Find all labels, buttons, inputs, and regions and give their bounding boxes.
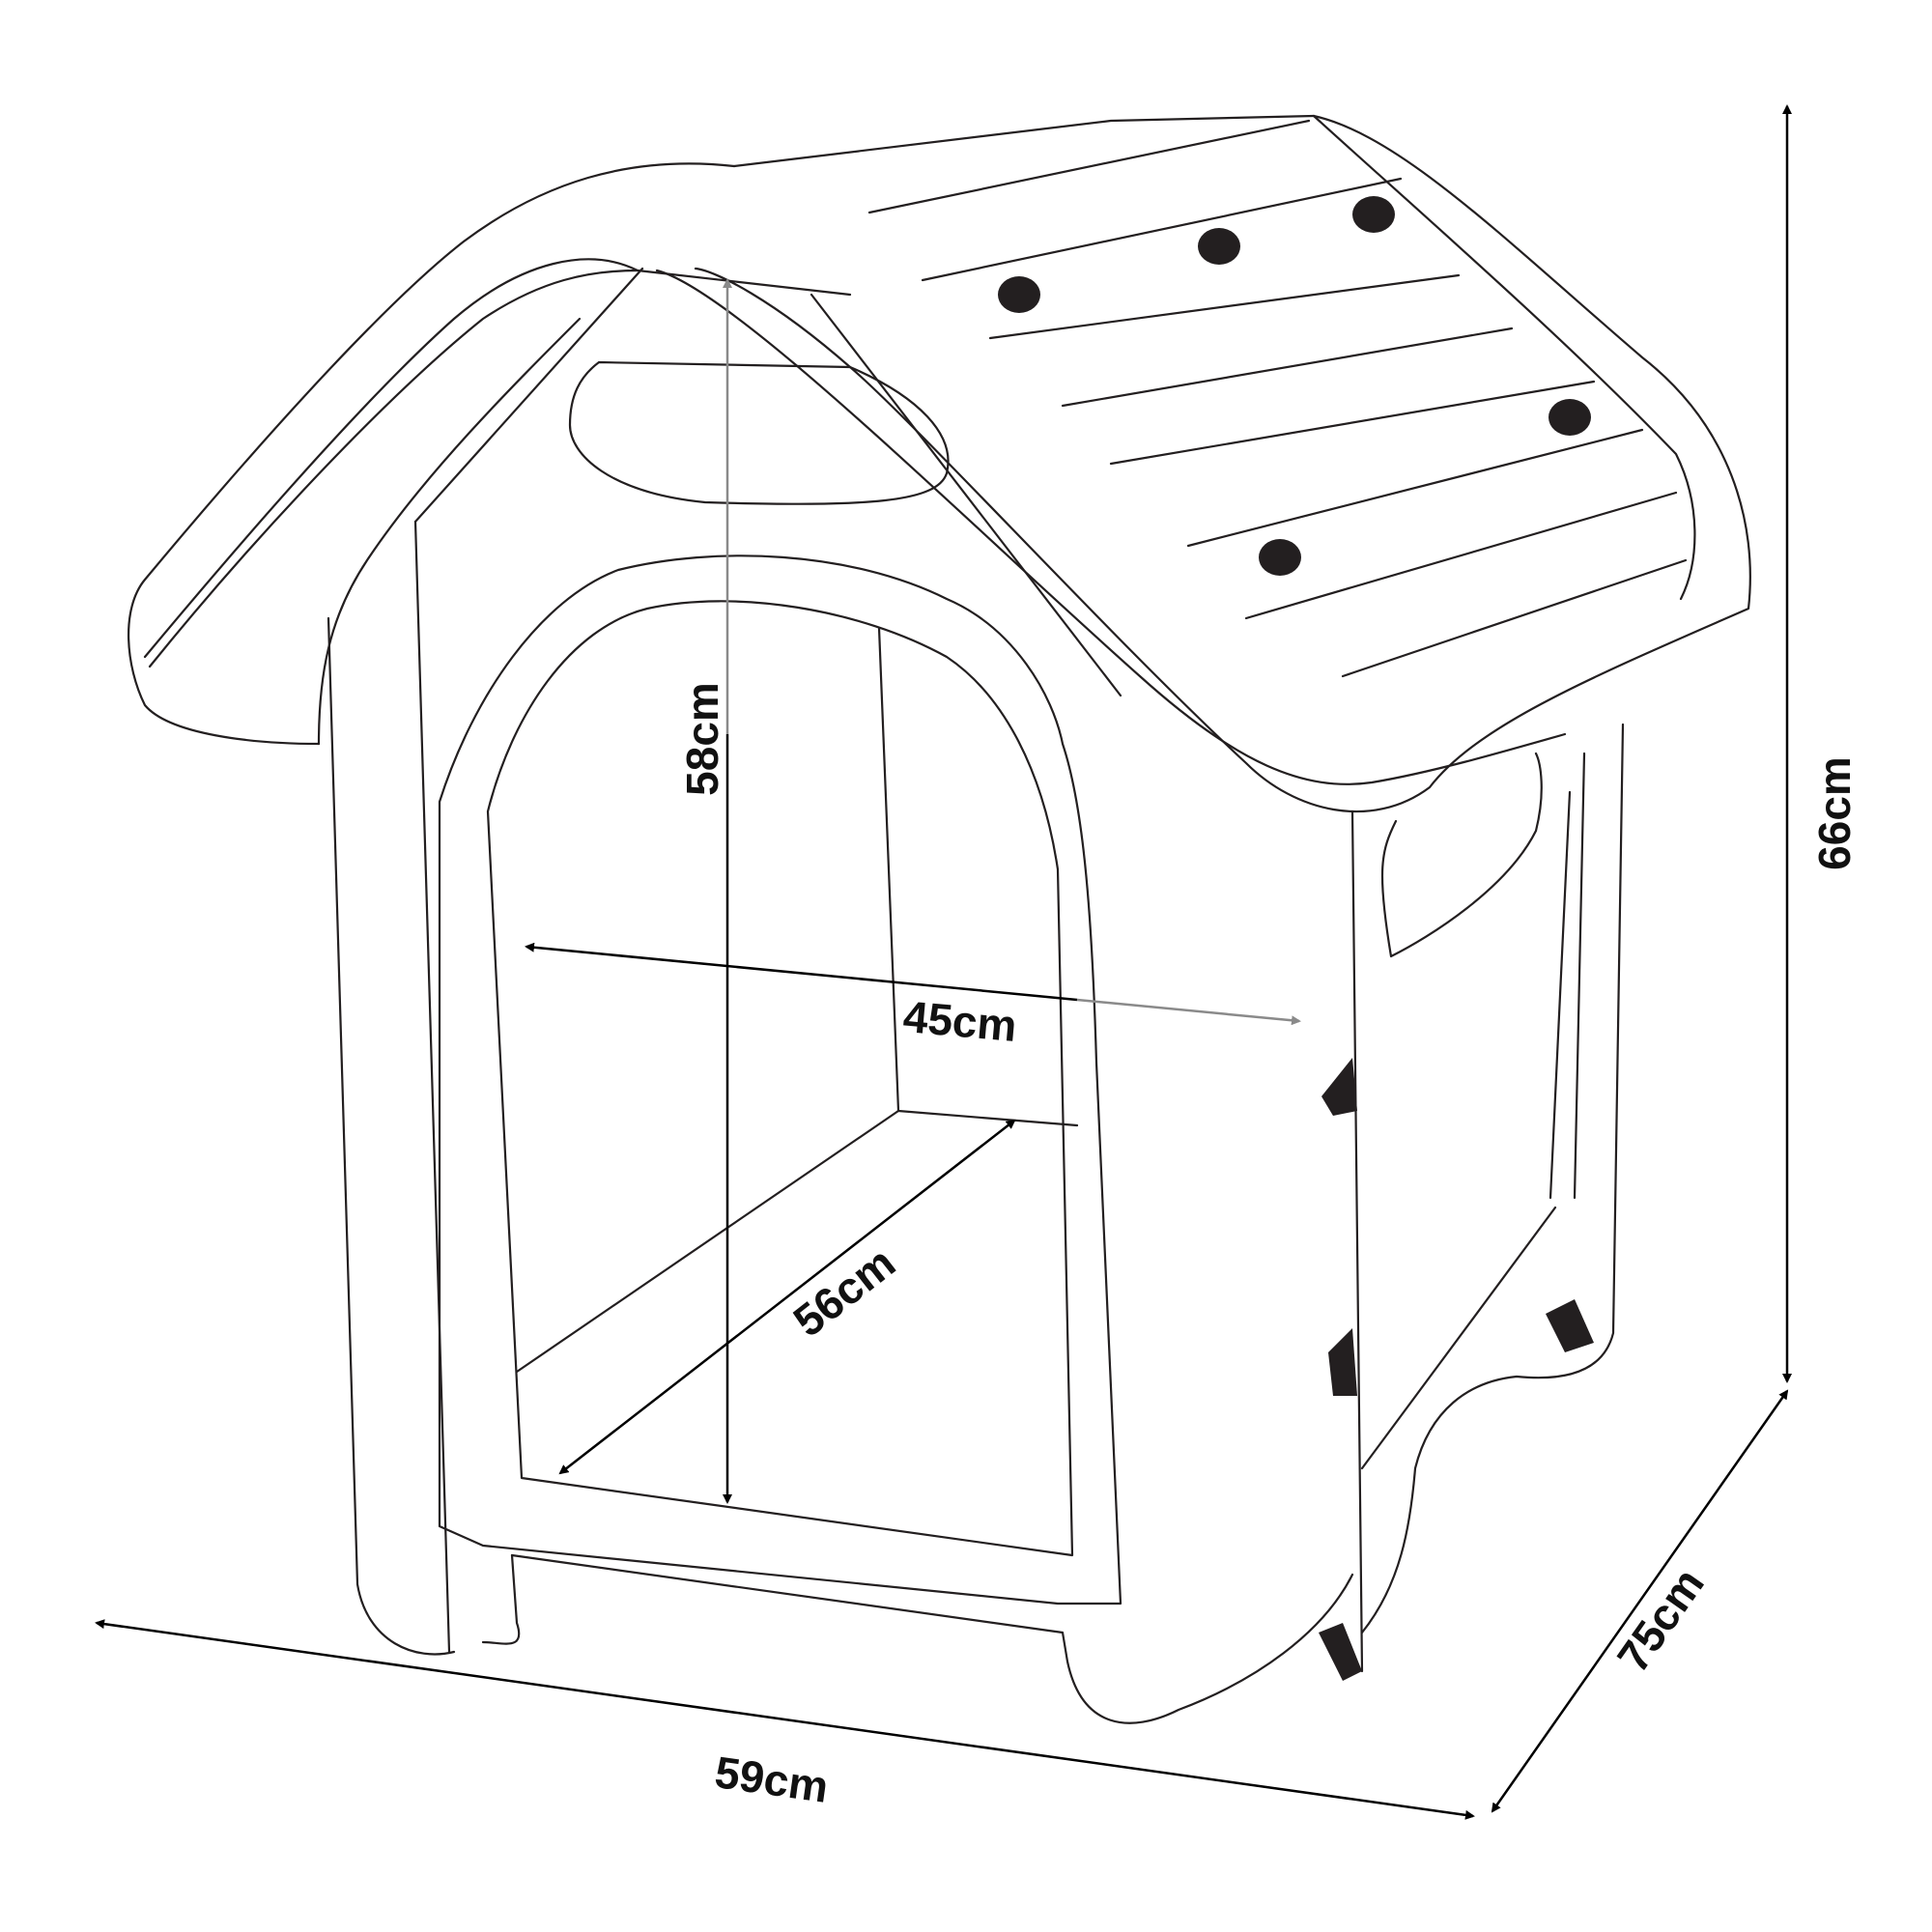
roof-left	[128, 114, 1316, 746]
total-width-arrow	[95, 1619, 1475, 1820]
roof-right	[655, 114, 1751, 813]
front-wall	[317, 267, 1354, 1724]
inner-depth-arrow	[558, 1119, 1016, 1475]
dimension-lines	[95, 104, 1792, 1820]
inner-width-arrow	[525, 942, 1078, 1002]
roof-dots	[998, 196, 1591, 576]
inner-width-label: 45cm	[900, 990, 1019, 1052]
total-depth-arrow	[1491, 1389, 1789, 1813]
side-wall	[1350, 723, 1625, 1673]
inner-height-label: 58cm	[676, 682, 727, 796]
total-height-label: 66cm	[1808, 756, 1860, 870]
